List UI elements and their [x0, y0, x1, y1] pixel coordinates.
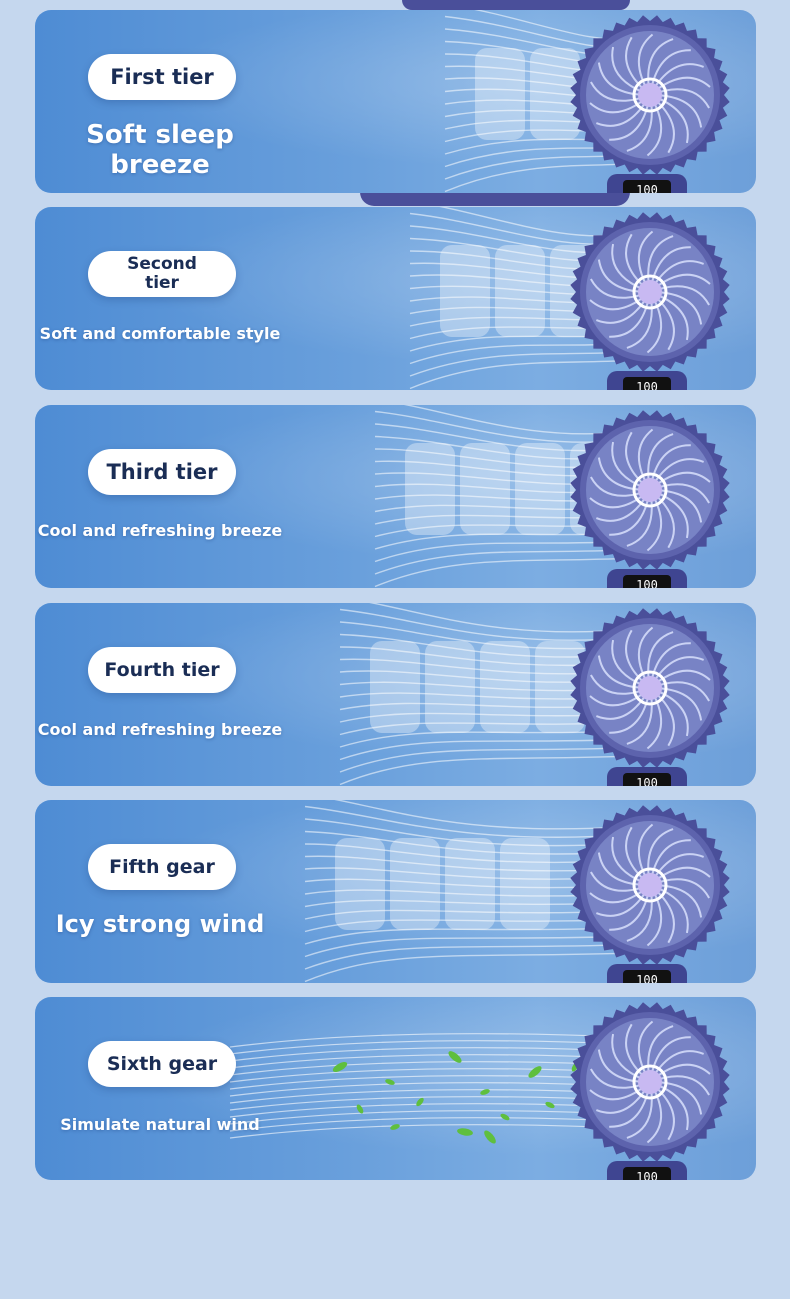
wind-fan-illustration: 100	[304, 800, 730, 983]
fan-stand-middle	[360, 192, 630, 206]
tier-label: Second tier	[127, 254, 197, 293]
leaf-icon	[416, 1097, 424, 1107]
leaf-icon	[528, 1066, 542, 1078]
tier-card-3: 100 Third tier Cool and refreshing breez…	[35, 405, 756, 588]
tier-card-4: 100 Fourth tier Cool and refreshing bree…	[35, 603, 756, 786]
fan-base-display	[607, 371, 687, 390]
fan-base-display	[607, 174, 687, 193]
tier-label-pill: Second tier	[88, 251, 236, 297]
wind-fan-illustration: 100	[409, 207, 730, 390]
tier-label: Fourth tier	[104, 658, 220, 681]
tier-description: Cool and refreshing breeze	[37, 720, 283, 739]
fan-head-icon	[570, 410, 730, 570]
tier-label: Sixth gear	[106, 1052, 218, 1075]
leaf-icon	[390, 1124, 400, 1130]
tier-label: First tier	[110, 64, 214, 89]
airflow-streaks	[304, 800, 631, 983]
tier-label: Third tier	[106, 459, 218, 484]
air-blocks	[370, 641, 585, 733]
fan-display-reading: 100	[636, 183, 658, 193]
leaf-icon	[356, 1104, 364, 1114]
wind-fan-illustration: 100	[444, 10, 730, 193]
leaf-icon	[500, 1113, 510, 1121]
fan-base-display	[607, 1161, 687, 1180]
fan-head-icon	[570, 15, 730, 175]
tier-card-2: 100 Second tier Soft and comfortable sty…	[35, 207, 756, 390]
leaf-icon	[385, 1079, 395, 1085]
air-blocks	[335, 838, 550, 930]
fan-head-icon	[570, 608, 730, 768]
fan-base-display	[607, 569, 687, 588]
fan-display-reading: 100	[636, 776, 658, 786]
leaf-icon	[484, 1130, 496, 1144]
fan-display-reading: 100	[636, 380, 658, 390]
wind-fan-illustration: 100	[229, 1002, 730, 1180]
tier-description: Soft and comfortable style	[39, 324, 281, 343]
wind-lines	[229, 1033, 626, 1139]
fan-head-icon	[570, 212, 730, 372]
fan-stand-top	[402, 0, 630, 10]
fan-base-display	[607, 964, 687, 983]
fan-head-icon	[570, 805, 730, 965]
leaf-icon	[545, 1101, 555, 1109]
tier-label-pill: Fifth gear	[88, 844, 236, 890]
wind-fan-illustration: 100	[339, 603, 730, 786]
wind-fan-illustration: 100	[374, 405, 730, 588]
fan-base-display	[607, 767, 687, 786]
tier-label-pill: First tier	[88, 54, 236, 100]
tier-label-pill: Fourth tier	[88, 647, 236, 693]
fan-display-reading: 100	[636, 973, 658, 983]
tier-label-pill: Sixth gear	[88, 1041, 236, 1087]
leaf-icon	[332, 1061, 348, 1073]
tier-card-6: 100 Sixth gear Simulate natural wind	[35, 997, 756, 1180]
tier-description: Soft sleep breeze	[86, 120, 234, 180]
leaf-icon	[480, 1089, 490, 1095]
fan-head-icon	[570, 1002, 730, 1162]
tier-card-1: 100 First tier Soft sleep breeze	[35, 10, 756, 193]
tier-description: Cool and refreshing breeze	[37, 521, 283, 540]
fan-display-reading: 100	[636, 1170, 658, 1180]
leaf-icon	[448, 1051, 462, 1063]
fan-display-reading: 100	[636, 578, 658, 588]
leaf-icon	[457, 1128, 473, 1136]
tier-card-5: 100 Fifth gear Icy strong wind	[35, 800, 756, 983]
tier-description: Simulate natural wind	[60, 1115, 260, 1134]
tier-description: Icy strong wind	[55, 910, 265, 938]
tier-label: Fifth gear	[109, 855, 215, 878]
tier-label-pill: Third tier	[88, 449, 236, 495]
